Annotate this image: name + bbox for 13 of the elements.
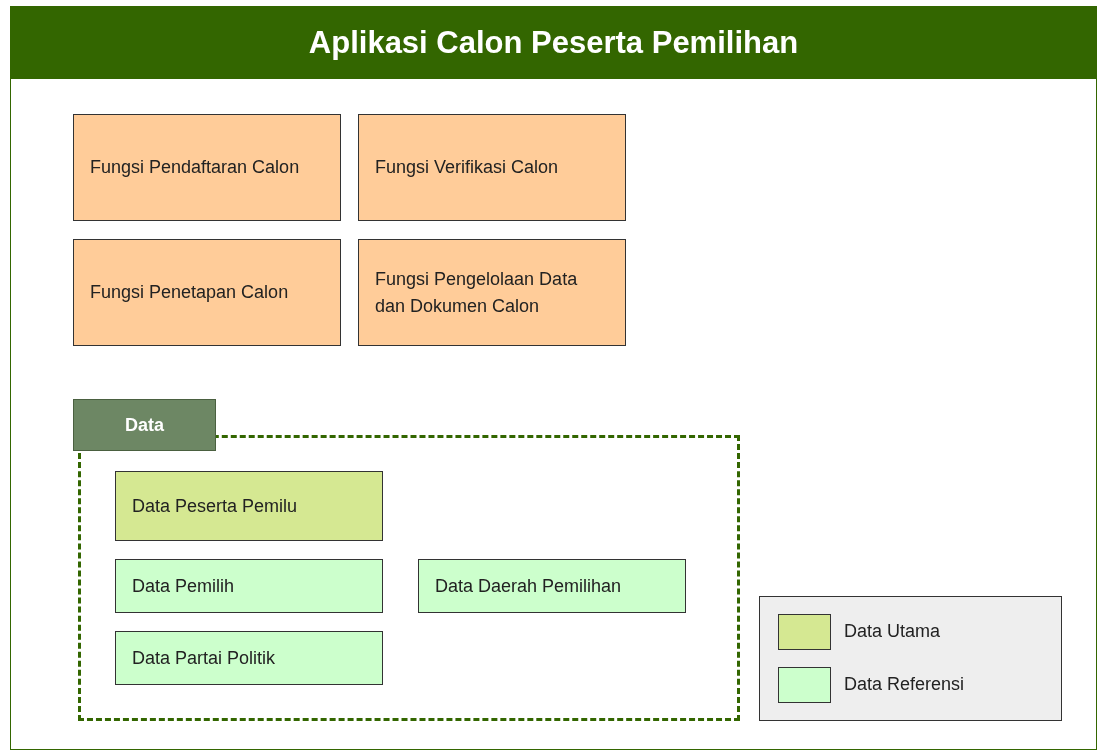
function-box: Fungsi Penetapan Calon (73, 239, 341, 346)
legend-label: Data Referensi (844, 674, 965, 695)
data-box: Data Daerah Pemilihan (418, 559, 686, 613)
function-box: Fungsi Verifikasi Calon (358, 114, 626, 221)
application-frame (10, 6, 1097, 750)
function-box: Fungsi Pendaftaran Calon (73, 114, 341, 221)
function-box: Fungsi Pengelolaan Data dan Dokumen Calon (358, 239, 626, 346)
data-box: Data Partai Politik (115, 631, 383, 685)
data-box: Data Peserta Pemilu (115, 471, 383, 541)
legend-label: Data Utama (844, 621, 941, 642)
header-title: Aplikasi Calon Peserta Pemilihan (11, 7, 1096, 79)
data-box: Data Pemilih (115, 559, 383, 613)
group-tab: Data (73, 399, 216, 451)
